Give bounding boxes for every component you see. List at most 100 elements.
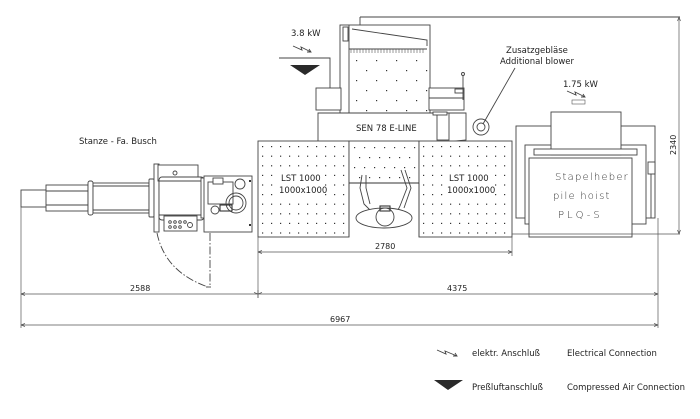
electrical-connection-icon: [566, 90, 586, 98]
punch-machine: Stanze - Fa. Busch: [20, 137, 253, 288]
grid-dot: [468, 155, 470, 157]
grid-dot: [325, 194, 327, 196]
grid-dot: [495, 146, 497, 148]
grid-dot: [396, 100, 398, 102]
grid-dot: [316, 155, 318, 157]
grid-dot: [298, 146, 300, 148]
grid-dot: [325, 165, 327, 167]
grid-dot: [423, 155, 425, 157]
grid-dot: [486, 165, 488, 167]
grid-dot: [441, 203, 443, 205]
grid-dot: [262, 232, 264, 234]
grid-dot: [441, 146, 443, 148]
grid-dot: [356, 60, 358, 62]
grid-dot: [416, 100, 418, 102]
grid-dot: [298, 165, 300, 167]
punch-label: Stanze - Fa. Busch: [79, 137, 157, 147]
grid-dot: [289, 222, 291, 224]
grid-dot: [354, 147, 356, 149]
grid-dot: [450, 203, 452, 205]
grid-dot: [389, 177, 391, 179]
grid-dot: [359, 157, 361, 159]
grid-dot: [432, 203, 434, 205]
pile-hoist-label-en: pile hoist: [553, 191, 611, 202]
grid-dot: [486, 222, 488, 224]
grid-dot: [334, 194, 336, 196]
pile-hoist-model: PLQ-S: [558, 210, 603, 221]
grid-dot: [423, 174, 425, 176]
grid-dot: [450, 213, 452, 215]
grid-dot: [450, 155, 452, 157]
grid-dot: [423, 194, 425, 196]
grid-dot: [307, 222, 309, 224]
grid-dot: [334, 155, 336, 157]
grid-dot: [280, 155, 282, 157]
legend-air-en: Compressed Air Connection: [567, 383, 685, 393]
grid-dot: [316, 213, 318, 215]
grid-dot: [280, 165, 282, 167]
grid-dot: [316, 165, 318, 167]
grid-dot: [426, 110, 428, 112]
grid-dot: [441, 213, 443, 215]
grid-dot: [409, 157, 411, 159]
grid-dot: [426, 90, 428, 92]
dimension-lines: 2780 2588 4375 6967 2340: [20, 16, 681, 328]
grid-dot: [325, 174, 327, 176]
grid-dot: [450, 165, 452, 167]
grid-dot: [271, 146, 273, 148]
grid-dot: [441, 155, 443, 157]
grid-dot: [379, 177, 381, 179]
grid-dot: [369, 157, 371, 159]
grid-dot: [477, 213, 479, 215]
grid-dot: [423, 222, 425, 224]
blower-label-de: Zusatzgebläse: [506, 46, 568, 56]
grid-dot: [307, 146, 309, 148]
grid-dot: [262, 146, 264, 148]
grid-dot: [432, 194, 434, 196]
grid-dot: [432, 222, 434, 224]
compressed-air-icon: [290, 65, 320, 75]
grid-dot: [325, 184, 327, 186]
grid-dot: [495, 203, 497, 205]
grid-dot: [459, 203, 461, 205]
grid-dot: [404, 167, 406, 169]
grid-dot: [366, 90, 368, 92]
grid-dot: [334, 184, 336, 186]
grid-dot: [468, 222, 470, 224]
grid-dot: [416, 60, 418, 62]
grid-dot: [262, 222, 264, 224]
grid-dot: [384, 147, 386, 149]
grid-dot: [343, 146, 345, 148]
grid-dot: [271, 184, 273, 186]
grid-dot: [334, 203, 336, 205]
grid-dot: [271, 232, 273, 234]
dim-total-length: 6967: [330, 315, 350, 324]
grid-dot: [504, 222, 506, 224]
grid-dot: [334, 174, 336, 176]
grid-dot: [394, 167, 396, 169]
grid-dot: [477, 203, 479, 205]
grid-dot: [423, 213, 425, 215]
grid-dot: [289, 203, 291, 205]
grid-dot: [262, 165, 264, 167]
grid-dot: [477, 232, 479, 234]
grid-dot: [307, 203, 309, 205]
grid-dot: [325, 222, 327, 224]
additional-blower: Zusatzgebläse Additional blower: [472, 46, 575, 136]
grid-dot: [271, 222, 273, 224]
grid-dot: [414, 167, 416, 169]
dim-left-section: 2588: [130, 284, 150, 293]
grid-dot: [316, 203, 318, 205]
grid-dot: [406, 90, 408, 92]
grid-dot: [495, 165, 497, 167]
grid-dot: [369, 177, 371, 179]
grid-dot: [414, 147, 416, 149]
grid-dot: [504, 165, 506, 167]
pile-hoist: 1.75 kW Stapelheber pile hoist PLQ-S: [515, 80, 656, 238]
pile-hoist-power: 1.75 kW: [563, 80, 599, 90]
grid-dot: [289, 213, 291, 215]
grid-dot: [354, 167, 356, 169]
grid-dot: [486, 213, 488, 215]
grid-dot: [468, 146, 470, 148]
grid-dot: [343, 194, 345, 196]
